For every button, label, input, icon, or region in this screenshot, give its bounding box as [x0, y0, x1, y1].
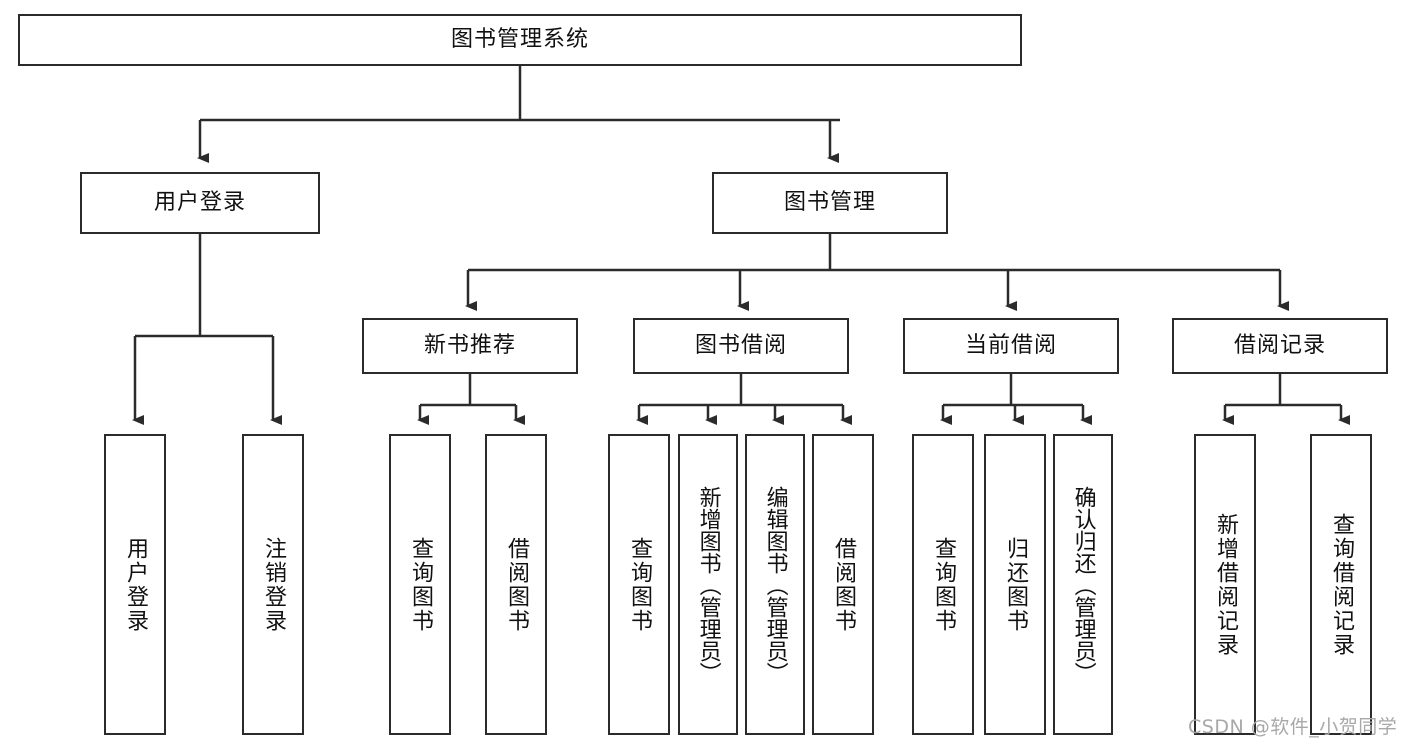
node-book-borrow[interactable]: 图书借阅	[633, 318, 849, 374]
leaf-return-book-label: 归还图书	[1003, 536, 1029, 633]
leaf-edit-book-admin-label: 编辑图书（管理员）	[762, 485, 788, 684]
leaf-add-borrow-record-label: 新增借阅记录	[1213, 512, 1239, 657]
node-book-management-label: 图书管理	[783, 189, 876, 215]
leaf-edit-book-admin[interactable]: 编辑图书（管理员）	[745, 434, 805, 735]
leaf-query-book-new-label: 查询图书	[408, 536, 434, 633]
leaf-query-book-new[interactable]: 查询图书	[389, 434, 451, 735]
node-borrow-record-label: 借阅记录	[1233, 332, 1326, 358]
node-book-management[interactable]: 图书管理	[712, 172, 948, 234]
leaf-borrow-book-new[interactable]: 借阅图书	[485, 434, 547, 735]
leaf-logout[interactable]: 注销登录	[242, 434, 304, 735]
leaf-borrow-book-new-label: 借阅图书	[504, 536, 530, 633]
leaf-add-borrow-record[interactable]: 新增借阅记录	[1194, 434, 1256, 735]
leaf-query-borrow-record-label: 查询借阅记录	[1329, 512, 1355, 657]
leaf-logout-label: 注销登录	[261, 536, 287, 633]
csdn-watermark: CSDN @软件_小贺同学	[1188, 716, 1398, 738]
leaf-query-book-current-label: 查询图书	[931, 536, 957, 633]
node-user-login[interactable]: 用户登录	[80, 172, 320, 234]
node-root-label: 图书管理系统	[450, 26, 589, 52]
leaf-confirm-return-admin[interactable]: 确认归还（管理员）	[1053, 434, 1113, 735]
leaf-add-book-admin[interactable]: 新增图书（管理员）	[678, 434, 738, 735]
node-user-login-label: 用户登录	[153, 189, 246, 215]
leaf-query-book-current[interactable]: 查询图书	[912, 434, 974, 735]
leaf-confirm-return-admin-label: 确认归还（管理员）	[1070, 485, 1096, 684]
leaf-query-book-borrow-label: 查询图书	[627, 536, 653, 633]
node-root[interactable]: 图书管理系统	[18, 14, 1022, 66]
leaf-add-book-admin-label: 新增图书（管理员）	[695, 485, 721, 684]
node-borrow-record[interactable]: 借阅记录	[1172, 318, 1388, 374]
leaf-user-login[interactable]: 用户登录	[104, 434, 166, 735]
node-current-borrow[interactable]: 当前借阅	[903, 318, 1119, 374]
node-current-borrow-label: 当前借阅	[964, 332, 1057, 358]
leaf-query-book-borrow[interactable]: 查询图书	[608, 434, 670, 735]
node-new-book-recommend[interactable]: 新书推荐	[362, 318, 578, 374]
node-new-book-recommend-label: 新书推荐	[423, 332, 516, 358]
leaf-query-borrow-record[interactable]: 查询借阅记录	[1310, 434, 1372, 735]
leaf-lend-book[interactable]: 借阅图书	[812, 434, 874, 735]
node-book-borrow-label: 图书借阅	[694, 332, 787, 358]
leaf-user-login-label: 用户登录	[123, 536, 149, 633]
leaf-return-book[interactable]: 归还图书	[984, 434, 1046, 735]
leaf-lend-book-label: 借阅图书	[831, 536, 857, 633]
